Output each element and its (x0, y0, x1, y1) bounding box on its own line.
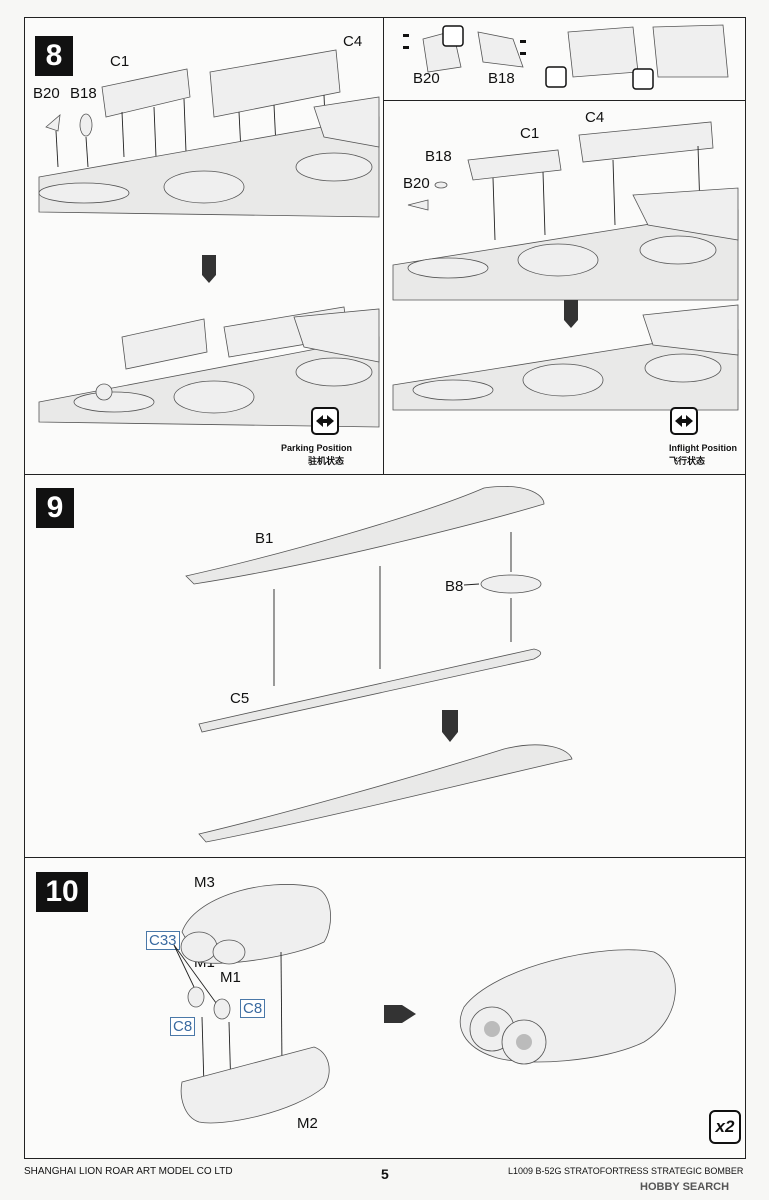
label-b18-detail: B18 (488, 70, 515, 87)
parking-position-label: Parking Position (281, 443, 353, 453)
ref-c33: C33 (146, 931, 180, 950)
label-m1-right: M1 (220, 969, 241, 986)
ref-c8-right: C8 (240, 999, 266, 1018)
footer-page-number: 5 (381, 1166, 389, 1182)
label-b20-inflight: B20 (403, 175, 430, 192)
step-10-number: 10 (36, 872, 88, 912)
footer-company: SHANGHAI LION ROAR ART MODEL CO LTD (24, 1166, 233, 1177)
label-b1: B1 (255, 530, 274, 547)
step-9-number: 9 (36, 488, 74, 528)
label-m3: M3 (194, 874, 215, 891)
ref-c8-left: C8 (170, 1017, 196, 1036)
label-c5: C5 (230, 690, 250, 707)
label-m2: M2 (297, 1115, 318, 1132)
parking-position-label-zh: 驻机状态 (308, 456, 345, 466)
label-c4-inflight: C4 (585, 109, 605, 126)
step8-inflight-drawing (392, 121, 739, 411)
step8-detail-drawing (403, 24, 729, 90)
step-8-number: 8 (35, 36, 73, 76)
label-c4: C4 (343, 33, 363, 50)
step10-drawing (173, 884, 676, 1124)
footer-watermark: HOBBY SEARCH (640, 1181, 730, 1193)
step8-parking-drawing (38, 49, 380, 428)
quantity-label: x2 (715, 1117, 735, 1136)
step9-drawing (185, 486, 573, 843)
parking-position-icon (311, 407, 339, 435)
label-b20: B20 (33, 85, 60, 102)
label-b20-detail: B20 (413, 70, 440, 87)
label-c1: C1 (110, 53, 130, 70)
inflight-position-label-zh: 飞行状态 (669, 456, 706, 466)
inflight-position-label: Inflight Position (669, 443, 737, 453)
label-b18: B18 (70, 85, 97, 102)
label-b8: B8 (445, 578, 464, 595)
footer-product: L1009 B-52G STRATOFORTRESS STRATEGIC BOM… (508, 1166, 744, 1176)
inflight-position-icon (670, 407, 698, 435)
label-c1-inflight: C1 (520, 125, 540, 142)
label-b18-inflight: B18 (425, 148, 452, 165)
quantity-badge: x2 (709, 1110, 741, 1144)
